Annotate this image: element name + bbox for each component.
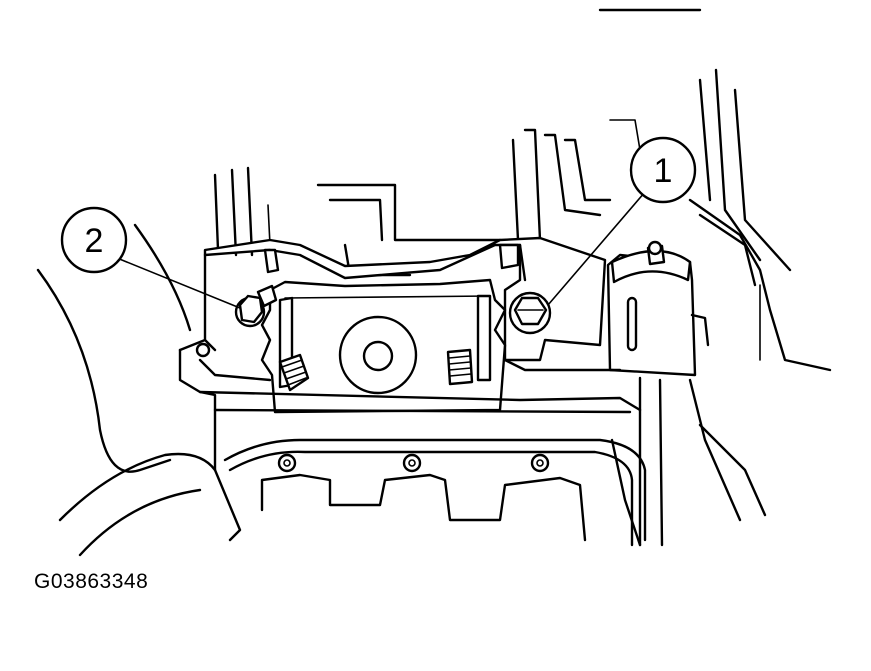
- right-stud: [446, 348, 474, 386]
- callout-2: 2: [60, 206, 241, 309]
- left-hoses: [36, 223, 217, 557]
- engine-background: [213, 8, 832, 372]
- pipes: [610, 376, 767, 547]
- callout-1-label: 1: [654, 152, 673, 190]
- nut: [234, 284, 278, 328]
- figure-id: G03863348: [34, 570, 149, 593]
- lower-housing: [178, 338, 647, 547]
- sensor: [606, 240, 710, 377]
- mount-bracket: [203, 236, 607, 362]
- callout-1: 1: [547, 136, 697, 306]
- callout-2-label: 2: [85, 222, 104, 260]
- bolt: [508, 291, 552, 335]
- left-stud: [278, 353, 310, 392]
- support-plate: [260, 278, 507, 414]
